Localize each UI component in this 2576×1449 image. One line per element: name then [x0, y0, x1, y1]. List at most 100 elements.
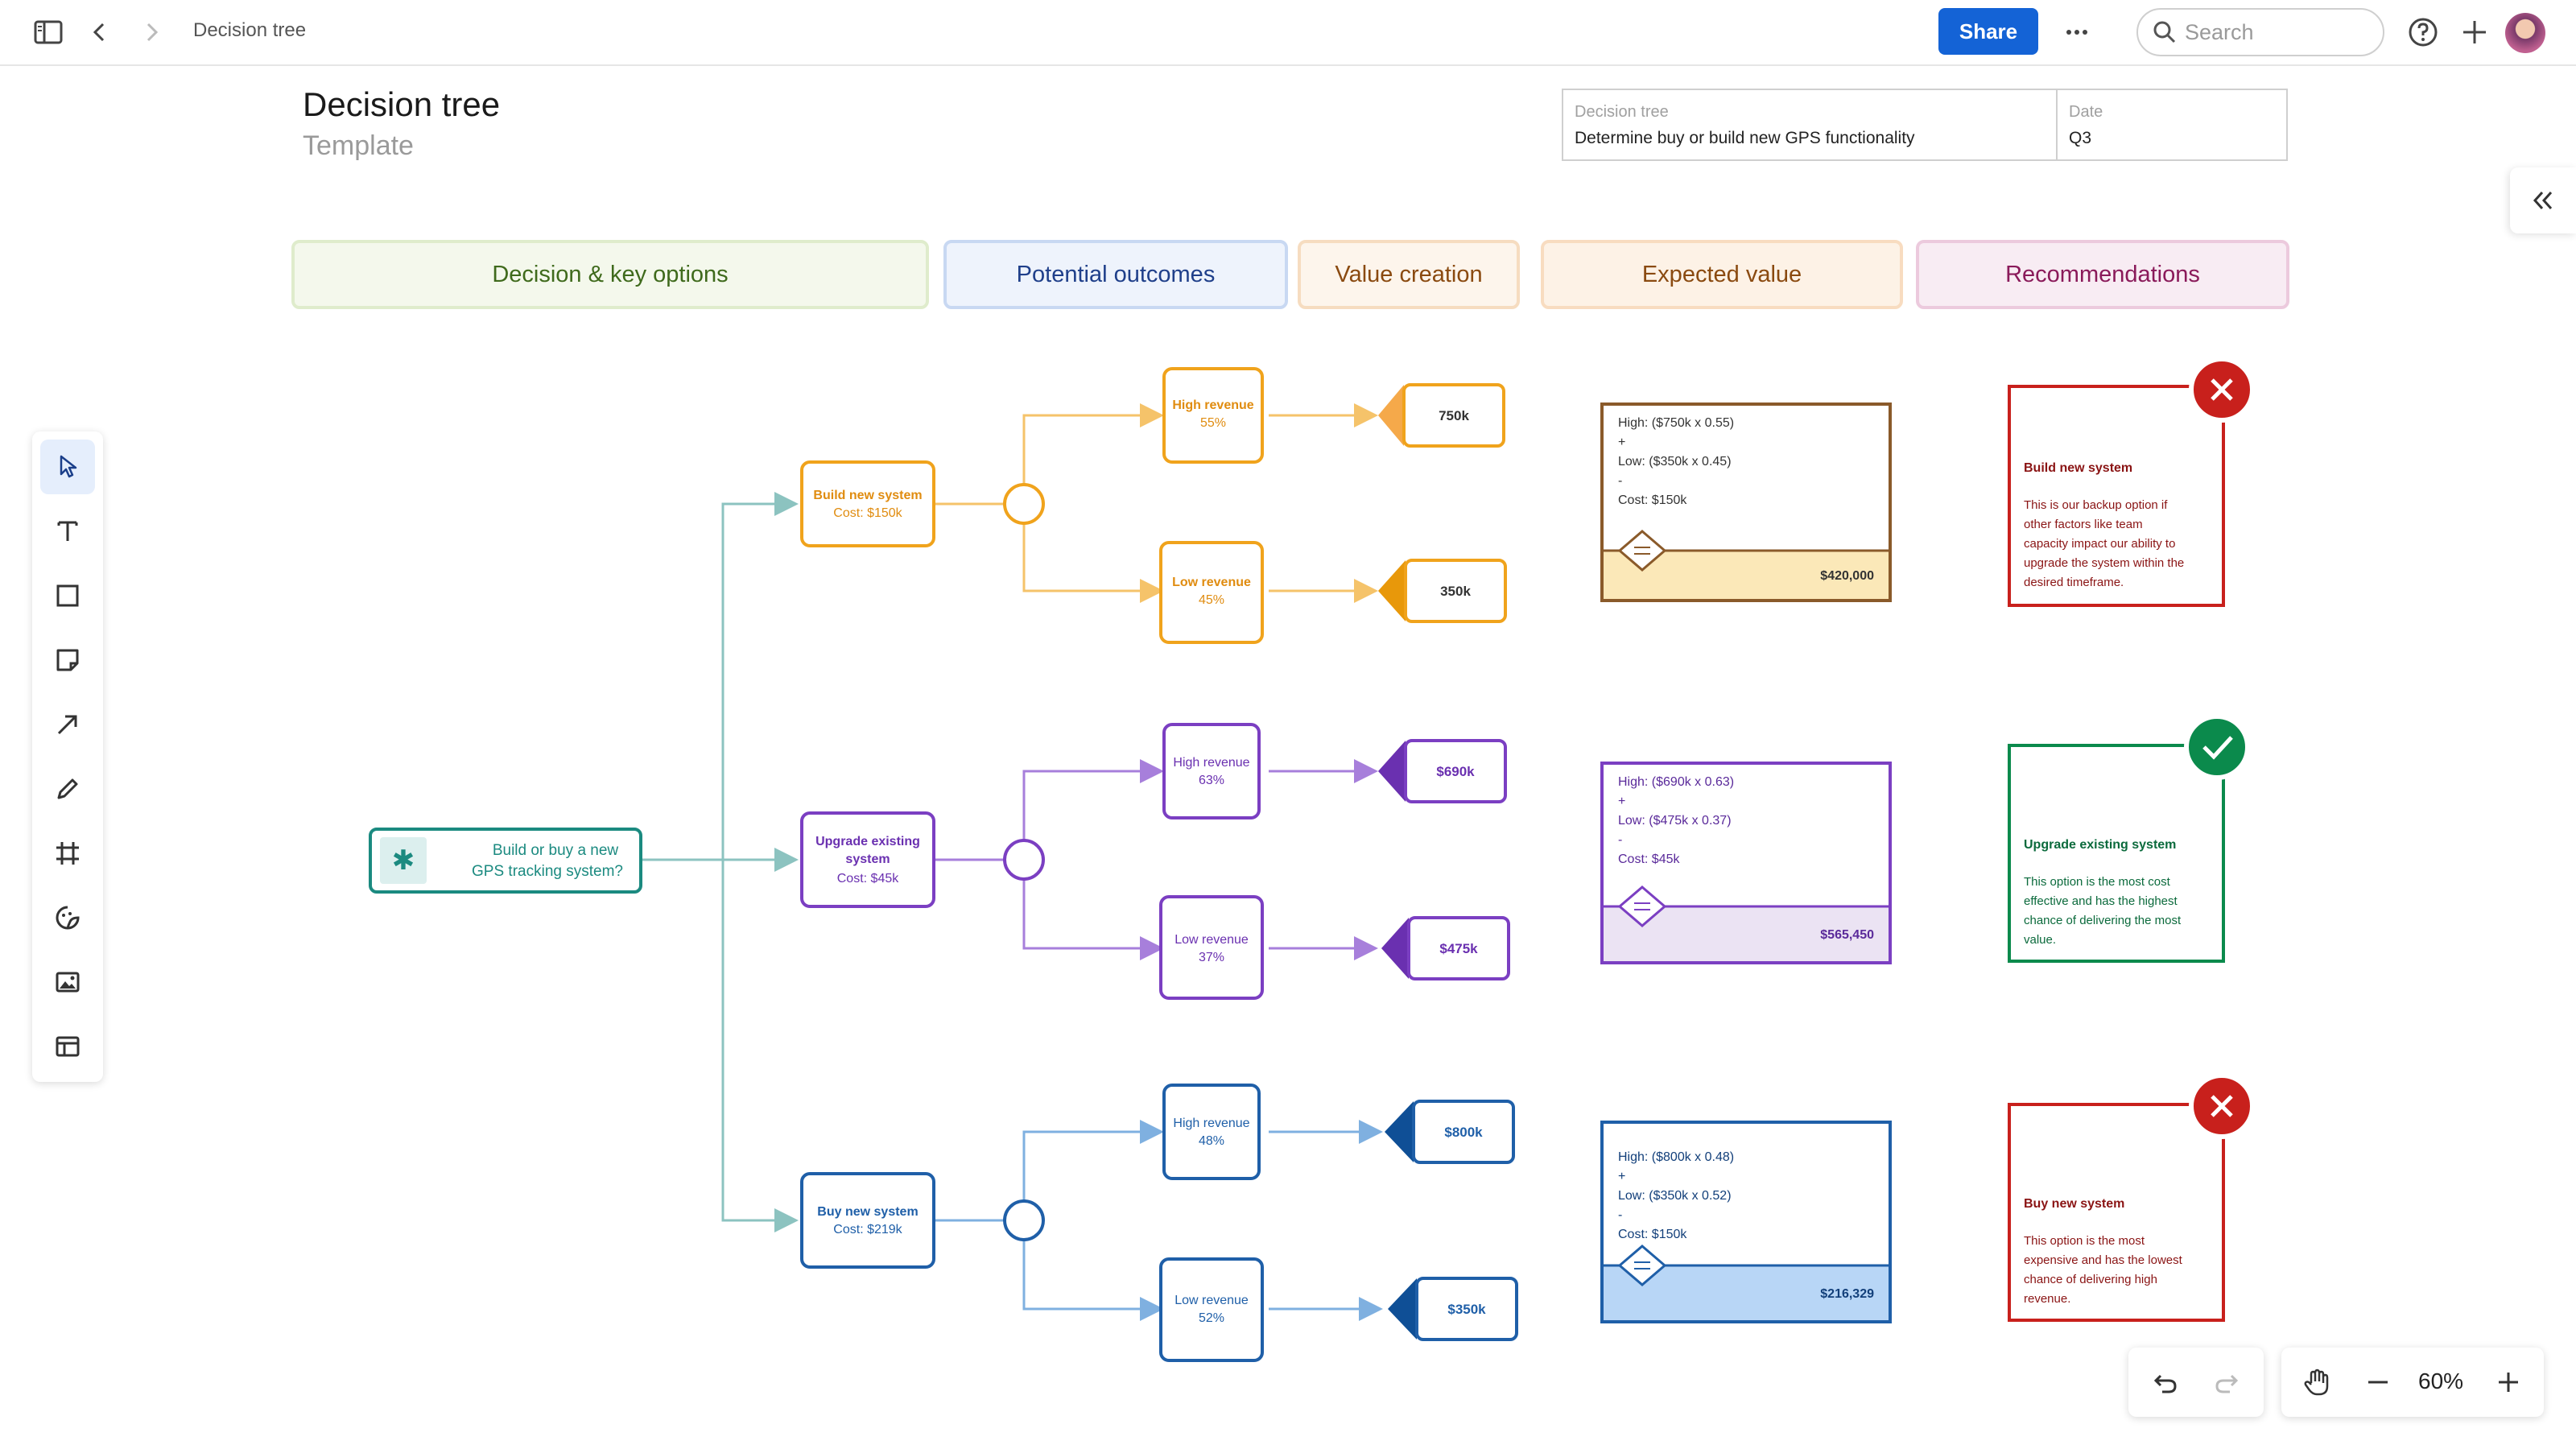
text-tool[interactable] [40, 504, 95, 559]
recommendation-upgrade[interactable]: Upgrade existing system This option is t… [2008, 744, 2225, 963]
header-decision-options[interactable]: Decision & key options [291, 240, 929, 309]
outcome-upgrade-low[interactable]: Low revenue 37% [1159, 895, 1264, 1000]
image-tool[interactable] [40, 955, 95, 1009]
svg-text:$690k: $690k [1436, 764, 1475, 779]
search-placeholder: Search [2185, 19, 2254, 44]
sticker-tool[interactable] [40, 890, 95, 945]
svg-text:High revenue: High revenue [1172, 398, 1253, 412]
recommendation-build[interactable]: Build new system This is our backup opti… [2008, 385, 2225, 607]
option-buy-node[interactable]: Buy new system Cost: $219k [800, 1172, 935, 1269]
svg-text:Build new system: Build new system [2024, 461, 2132, 475]
info-cell-decision[interactable]: Decision tree Determine buy or build new… [1563, 90, 2058, 159]
header-value-creation[interactable]: Value creation [1298, 240, 1520, 309]
share-button[interactable]: Share [1938, 8, 2038, 55]
header-expected-value[interactable]: Expected value [1541, 240, 1903, 309]
svg-text:This option is the most cost: This option is the most cost [2024, 875, 2171, 889]
svg-text:This is our backup option if: This is our backup option if [2024, 498, 2168, 512]
option-name: Build new system [813, 489, 922, 502]
select-tool[interactable] [40, 440, 95, 494]
option-build-node[interactable]: Build new system Cost: $150k [800, 460, 935, 547]
outcome-buy-high[interactable]: High revenue 48% [1162, 1084, 1261, 1180]
svg-text:37%: 37% [1199, 951, 1224, 964]
svg-text:55%: 55% [1200, 416, 1226, 430]
recommendation-buy[interactable]: Buy new system This option is the most e… [2008, 1103, 2225, 1322]
svg-text:Low revenue: Low revenue [1174, 1294, 1249, 1307]
info-value: Determine buy or build new GPS functiona… [1575, 129, 1915, 147]
value-buy-high[interactable]: $800k [1385, 1100, 1515, 1164]
svg-text:63%: 63% [1199, 774, 1224, 787]
outcome-buy-low[interactable]: Low revenue 52% [1159, 1257, 1264, 1362]
header-recommendations[interactable]: Recommendations [1916, 240, 2289, 309]
svg-text:-: - [1618, 1208, 1622, 1222]
tool-palette [32, 431, 103, 1082]
zoom-out-icon[interactable] [2359, 1363, 2397, 1402]
arrow-icon [57, 715, 77, 735]
table-tool[interactable] [40, 1019, 95, 1074]
chevron-left-icon[interactable] [80, 13, 119, 52]
svg-text:Upgrade existing: Upgrade existing [815, 835, 920, 848]
redo-icon[interactable] [2207, 1363, 2246, 1402]
info-cell-date[interactable]: Date Q3 [2058, 90, 2286, 159]
svg-text:+: + [1618, 1170, 1625, 1183]
info-label: Decision tree [1575, 103, 1669, 121]
search-icon [2153, 20, 2177, 44]
root-line-1: Build or buy a new [493, 842, 619, 859]
value-buy-low[interactable]: $350k [1388, 1277, 1518, 1341]
value-upgrade-high[interactable]: $690k [1378, 739, 1507, 803]
svg-text:High: ($750k x 0.55): High: ($750k x 0.55) [1618, 416, 1734, 430]
hand-pan-icon[interactable] [2297, 1363, 2336, 1402]
svg-text:Cost: $150k: Cost: $150k [1618, 493, 1687, 507]
outcome-build-high[interactable]: High revenue 55% [1162, 367, 1264, 464]
connector-tool[interactable] [40, 697, 95, 752]
info-label: Date [2069, 103, 2103, 121]
svg-text:High revenue: High revenue [1173, 1117, 1249, 1130]
zoom-level[interactable]: 60% [2418, 1368, 2464, 1393]
header-potential-outcomes[interactable]: Potential outcomes [943, 240, 1288, 309]
value-build-low[interactable]: 350k [1378, 559, 1507, 623]
svg-text:+: + [1618, 795, 1625, 808]
svg-text:52%: 52% [1199, 1311, 1224, 1325]
svg-text:$800k: $800k [1444, 1125, 1483, 1140]
root-question-node[interactable]: ✱ Build or buy a new GPS tracking system… [369, 828, 642, 894]
chevron-right-icon[interactable] [132, 13, 171, 52]
pen-tool[interactable] [40, 762, 95, 816]
search-input[interactable]: Search [2136, 8, 2384, 56]
expected-value-upgrade[interactable]: High: ($690k x 0.63) + Low: ($475k x 0.3… [1600, 762, 1892, 964]
avatar[interactable] [2505, 13, 2545, 53]
more-dots-icon[interactable] [2058, 13, 2096, 52]
asterisk-icon: ✱ [392, 845, 415, 876]
sidebar-toggle-icon[interactable] [29, 13, 68, 52]
sticky-note-tool[interactable] [40, 633, 95, 687]
svg-text:Cost: $45k: Cost: $45k [1618, 852, 1680, 866]
frame-tool[interactable] [40, 826, 95, 881]
expected-value-build[interactable]: High: ($750k x 0.55) + Low: ($350k x 0.4… [1600, 402, 1892, 602]
shape-tool[interactable] [40, 568, 95, 623]
frame-icon [56, 842, 79, 865]
outcome-build-low[interactable]: Low revenue 45% [1159, 541, 1264, 644]
collapse-panel-button[interactable] [2510, 167, 2576, 233]
plus-icon[interactable] [2455, 13, 2494, 52]
svg-text:Cost: $150k: Cost: $150k [1618, 1228, 1687, 1241]
svg-text:High: ($800k x 0.48): High: ($800k x 0.48) [1618, 1150, 1734, 1164]
value-upgrade-low[interactable]: $475k [1381, 916, 1510, 980]
reject-icon [2189, 1073, 2255, 1139]
svg-text:High revenue: High revenue [1173, 756, 1249, 770]
expected-value-buy[interactable]: High: ($800k x 0.48) + Low: ($350k x 0.5… [1600, 1121, 1892, 1323]
breadcrumb[interactable]: Decision tree [193, 19, 307, 41]
svg-text:Cost: $219k: Cost: $219k [833, 1223, 902, 1236]
svg-text:48%: 48% [1199, 1134, 1224, 1148]
page-subtitle: Template [303, 130, 414, 161]
value-build-high[interactable]: 750k [1378, 383, 1505, 448]
page-title: Decision tree [303, 85, 501, 123]
cursor-icon [60, 455, 77, 478]
help-icon[interactable] [2404, 13, 2442, 52]
svg-text:$475k: $475k [1439, 941, 1478, 956]
text-icon [57, 521, 78, 541]
reject-icon [2189, 357, 2255, 423]
connector-build-high [1022, 403, 1164, 485]
option-upgrade-node[interactable]: Upgrade existing system Cost: $45k [800, 811, 935, 908]
undo-icon[interactable] [2146, 1363, 2185, 1402]
outcome-upgrade-high[interactable]: High revenue 63% [1162, 723, 1261, 819]
zoom-in-icon[interactable] [2489, 1363, 2528, 1402]
